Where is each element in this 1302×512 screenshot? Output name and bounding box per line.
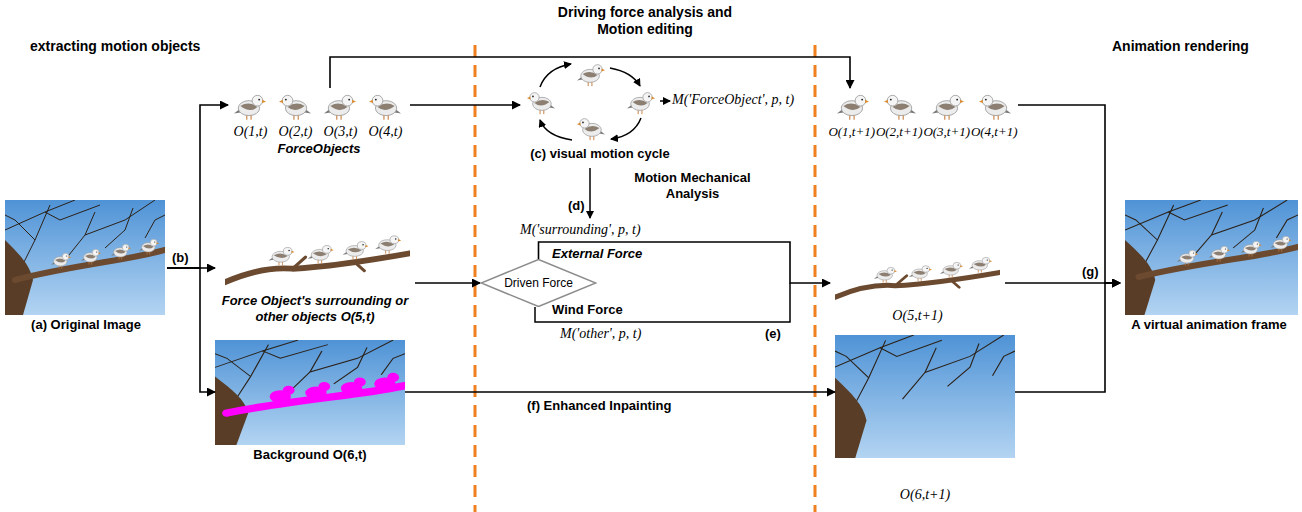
flow-arrow [1005,282,1120,284]
annotation-label: M('other', p, t) [560,326,641,342]
section-divider [475,45,815,512]
image-caption: O(5,t+1) [830,308,1005,324]
annotation-label: (e) [765,326,781,342]
flow-arrow [330,57,850,88]
object-group: O(1,t)O(2,t)O(3,t)O(4,t)ForceObjects [228,88,410,159]
image-panel: O(6,t+1) [835,333,1015,505]
image-caption: (a) Original Image [5,317,167,333]
section-heading: extracting motion objects [30,38,200,55]
flow-arrow [410,104,520,106]
inpainted-background [835,335,1015,458]
object-group: O(1,t+1)O(2,t+1)O(3,t+1)O(4,t+1) [828,88,1018,146]
animation-frame-image [1125,200,1298,315]
flow-arrow [415,282,480,284]
flow-arrow [167,268,215,392]
image-panel: Force Object's surrounding or other obje… [215,228,415,327]
edited-branch [835,257,1000,297]
annotation-label: Wind Force [552,302,623,318]
analysis-arrow [590,168,591,218]
section-heading: Animation rendering [1112,38,1249,55]
edge-label: (b) [170,250,191,266]
group-title: ForceObjects [228,141,410,157]
object-symbol: O(4,t) [363,124,408,140]
object-symbol: O(1,t) [228,124,273,140]
annotation-label: Motion Mechanical Analysis [625,170,760,202]
output-birds [837,95,1011,120]
annotation-label: M('surrounding', p, t) [520,222,641,238]
annotation-label: M('ForceObject', p, t) [672,92,794,108]
section-heading: Driving force analysis and Motion editin… [545,4,745,38]
object-symbol: O(3,t+1) [923,124,971,140]
cycle-panel: (c) visual motion cycle [520,58,680,164]
surrounding-branch [225,236,410,282]
image-caption: A virtual animation frame [1120,317,1298,333]
edge-label: (f) Enhanced Inpainting [525,398,673,414]
image-panel: A virtual animation frame [1120,200,1298,335]
object-symbol: O(4,t+1) [971,124,1019,140]
background-image [215,340,405,445]
object-symbol: O(2,t) [273,124,318,140]
object-symbol: O(2,t+1) [876,124,924,140]
node-label: Driven Force [504,276,573,290]
flow-arrow [1018,105,1120,283]
image-caption: Background O(6,t) [215,447,405,463]
object-symbol: O(1,t+1) [828,124,876,140]
force-object-birds [234,95,401,120]
image-caption: Force Object's surrounding or other obje… [215,293,415,325]
image-panel: Background O(6,t) [215,340,405,465]
flow-arrow [167,105,228,268]
original-image [5,200,165,315]
image-panel: (a) Original Image [5,200,167,335]
annotation-label: External Force [552,246,642,262]
flow-arrow [405,391,835,393]
annotation-label: (d) [568,198,585,214]
image-caption: (c) visual motion cycle [520,146,680,162]
object-symbol: O(3,t) [318,124,363,140]
decision-diamond: Driven Force [480,259,597,307]
image-panel: O(5,t+1) [830,250,1005,326]
motion-cycle [527,64,670,140]
flow-arrow [1015,283,1120,392]
image-caption: O(6,t+1) [835,487,1015,503]
edge-label: (g) [1080,264,1101,280]
